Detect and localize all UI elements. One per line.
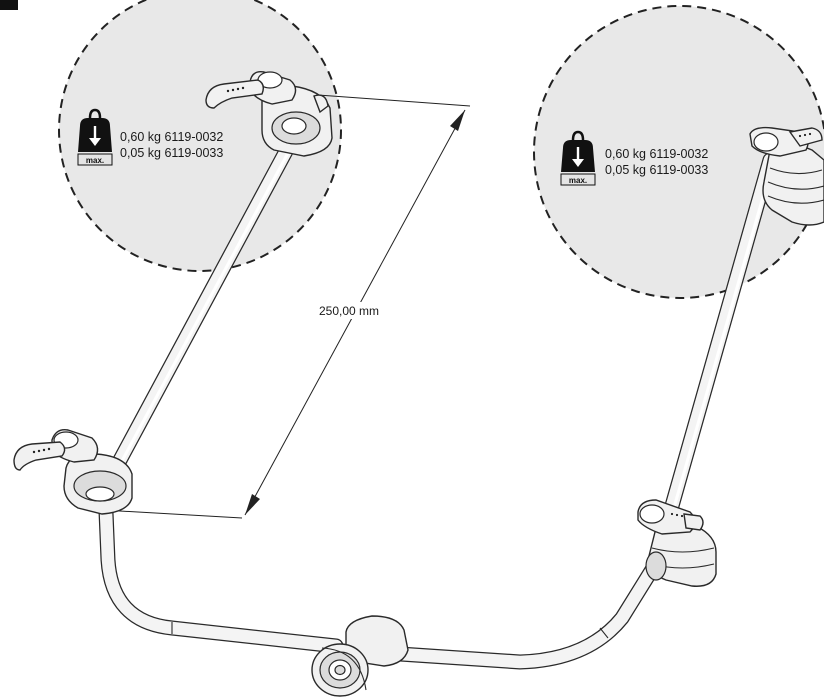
load-info-left: max. 0,60 kg 6119-0032 0,05 kg 6119-0033 (77, 108, 223, 166)
load-line-2: 0,05 kg 6119-0033 (120, 146, 223, 160)
load-line-1: 0,60 kg 6119-0032 (605, 147, 708, 161)
bottom-u-frame (98, 504, 666, 670)
dimension-arrow-top (450, 110, 465, 131)
dimension-250mm: 250,00 mm (102, 94, 471, 519)
right-rod (660, 152, 778, 528)
weight-icon (77, 108, 113, 166)
dimension-arrow-bottom (245, 494, 260, 515)
left-top-clamp (205, 71, 333, 157)
detail-circle-left (58, 0, 342, 272)
max-label: max. (86, 156, 104, 165)
corner-badge (0, 0, 18, 10)
dimension-label: 250,00 mm (319, 304, 379, 318)
right-bottom-clamp (637, 499, 717, 587)
right-top-clamp (749, 126, 824, 226)
load-info-right: max. 0,60 kg 6119-0032 0,05 kg 6119-0033 (560, 130, 708, 186)
max-label: max. (569, 176, 587, 185)
center-hub (311, 615, 409, 697)
load-line-2: 0,05 kg 6119-0033 (605, 163, 708, 177)
left-rod (104, 132, 300, 483)
weight-icon (560, 130, 596, 186)
load-line-1: 0,60 kg 6119-0032 (120, 130, 223, 144)
left-bottom-clamp (13, 429, 133, 515)
